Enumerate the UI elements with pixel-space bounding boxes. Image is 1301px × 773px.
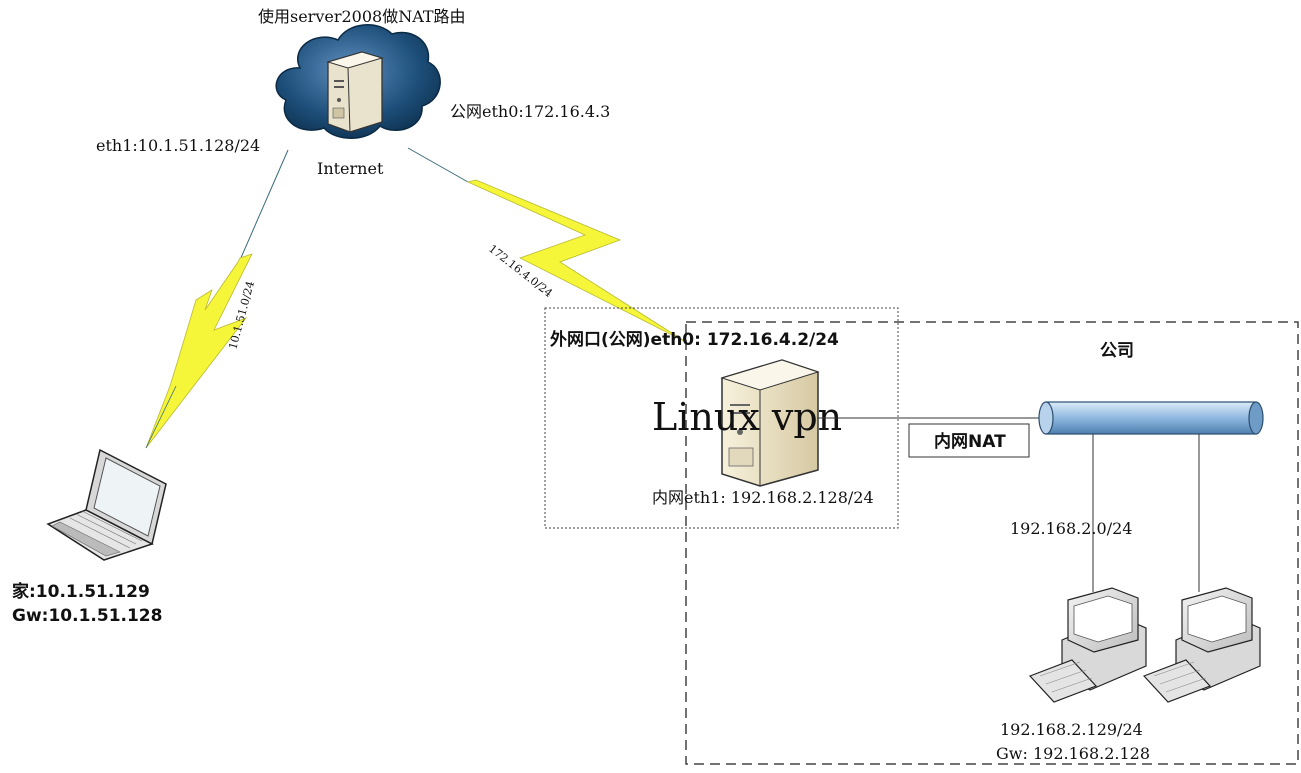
home-link-lightning [145, 149, 289, 449]
public-link-lightning [407, 147, 687, 343]
company-boundary [685, 321, 1299, 765]
internet-eth0-label: 公网eth0:172.16.4.3 [450, 102, 610, 121]
desktop-pc-icon-2 [1142, 587, 1261, 703]
vpn-dotted-box [544, 307, 899, 529]
company-client-ip: 192.168.2.129/24 [1000, 720, 1143, 739]
internet-eth1-label: eth1:10.1.51.128/24 [96, 136, 260, 155]
nat-label: 内网NAT [934, 431, 1006, 452]
desktop-pc-icon-1 [1028, 587, 1147, 703]
vpn-external-label: 外网口(公网)eth0: 172.16.4.2/24 [550, 329, 839, 350]
laptop-icon [46, 448, 167, 561]
internet-label: Internet [317, 159, 384, 178]
internet-title: 使用server2008做NAT路由 [258, 7, 466, 26]
nat-box [908, 423, 1030, 458]
vpn-internal-label: 内网eth1: 192.168.2.128/24 [652, 488, 874, 507]
home-gw-label: Gw:10.1.51.128 [12, 606, 162, 626]
company-title: 公司 [1100, 341, 1134, 361]
vpn-name: Linux vpn [652, 395, 842, 439]
internet-server-icon [326, 51, 384, 133]
network-bus [1038, 401, 1264, 435]
vpn-server-icon [720, 359, 820, 487]
home-ip-label: 家:10.1.51.129 [12, 581, 150, 602]
company-client-gw: Gw: 192.168.2.128 [996, 744, 1150, 763]
company-subnet-label: 192.168.2.0/24 [1010, 519, 1132, 538]
